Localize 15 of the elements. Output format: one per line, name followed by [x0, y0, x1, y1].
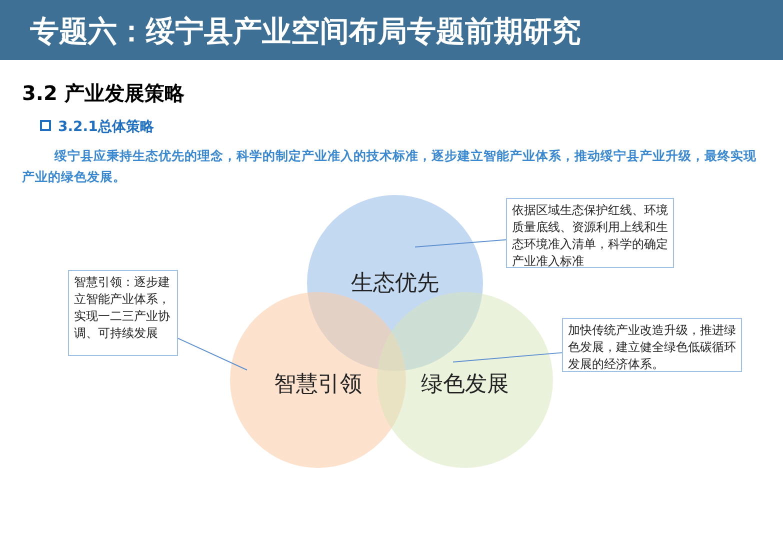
section-heading: 3.2 产业发展策略 [22, 80, 184, 107]
circle-label: 智慧引领 [274, 371, 362, 399]
circle-label: 绿色发展 [421, 371, 509, 399]
callout-text: 加快传统产业改造升级，推进绿色发展，建立健全绿色低碳循环发展的经济体系。 [568, 323, 736, 371]
callout-text: 依据区域生态保护红线、环境质量底线、资源利用上线和生态环境准入清单，科学的确定产业准入标准 [512, 203, 668, 268]
callout-text: 智慧引领：逐步建立智能产业体系，实现一二三产业协调、可持续发展 [74, 275, 170, 340]
leader-line [414, 239, 506, 248]
subsection-heading: 3.2.1总体策略 [58, 118, 154, 137]
callout-box [562, 318, 742, 372]
circle-label: 生态优先 [351, 270, 439, 298]
page-title: 专题六：绥宁县产业空间布局专题前期研究 [30, 13, 581, 50]
leader-line [178, 338, 248, 370]
callout-box [68, 270, 178, 356]
intro-paragraph: 绥宁县应秉持生态优先的理念，科学的制定产业准入的技术标准，逐步建立智能产业体系，推动绥宁县产业升级，最终实现产业的绿色发展。 [22, 147, 757, 186]
leader-line [452, 352, 562, 362]
